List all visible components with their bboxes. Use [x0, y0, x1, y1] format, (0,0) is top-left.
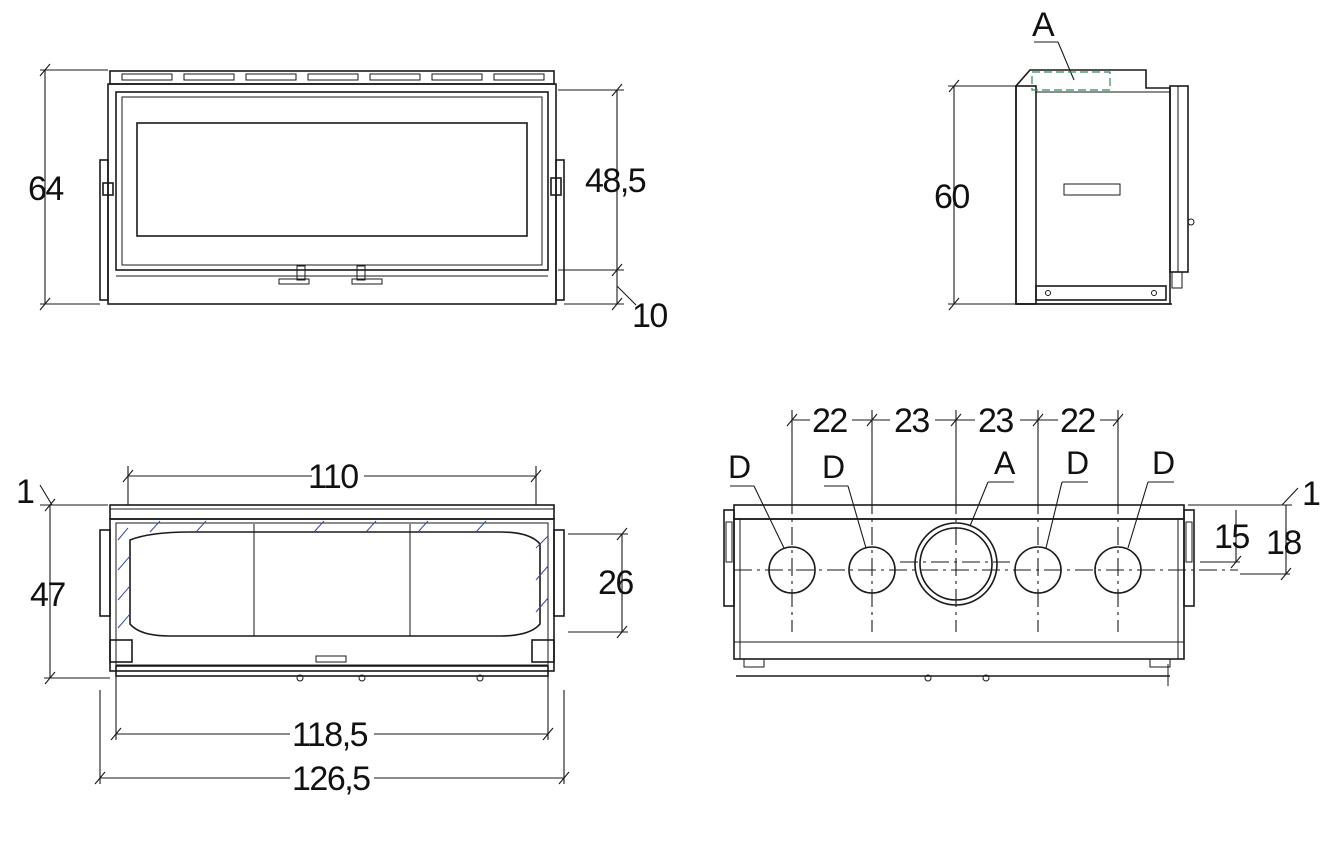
label-d-4: D: [1152, 445, 1175, 481]
dim-glass-height: 48,5: [585, 162, 646, 200]
dim-top-offset-left: 1: [16, 473, 34, 511]
dim-top-offset-right: 1: [1302, 475, 1320, 513]
label-d-1: D: [728, 449, 751, 485]
label-d-3: D: [1066, 445, 1089, 481]
top-view: 110: [16, 458, 635, 798]
dim-base-offset: 10: [632, 297, 667, 335]
side-view: A 60: [934, 6, 1195, 311]
dim-spacing-1: 22: [812, 402, 847, 440]
dim-width-total: 126,5: [292, 760, 370, 798]
dim-side-height: 60: [934, 178, 969, 216]
dim-axis-15: 15: [1214, 518, 1249, 556]
label-d-2: D: [822, 449, 845, 485]
dim-spacing-2: 23: [894, 402, 929, 440]
front-view: 64 48,5 10: [28, 63, 669, 335]
label-a-rear: A: [994, 445, 1016, 481]
dim-spacing-3: 23: [978, 402, 1013, 440]
dim-inner-width: 110: [308, 458, 358, 496]
dim-depth: 47: [30, 576, 65, 614]
dim-axis-18: 18: [1266, 524, 1301, 562]
dim-width-mid: 118,5: [292, 716, 368, 754]
dim-spacing-4: 22: [1060, 402, 1095, 440]
label-a-side: A: [1032, 6, 1055, 44]
dim-height-total: 64: [28, 170, 63, 208]
rear-view: 22 23 23 22 D D A D D: [723, 402, 1322, 686]
dim-glass-depth: 26: [598, 564, 633, 602]
